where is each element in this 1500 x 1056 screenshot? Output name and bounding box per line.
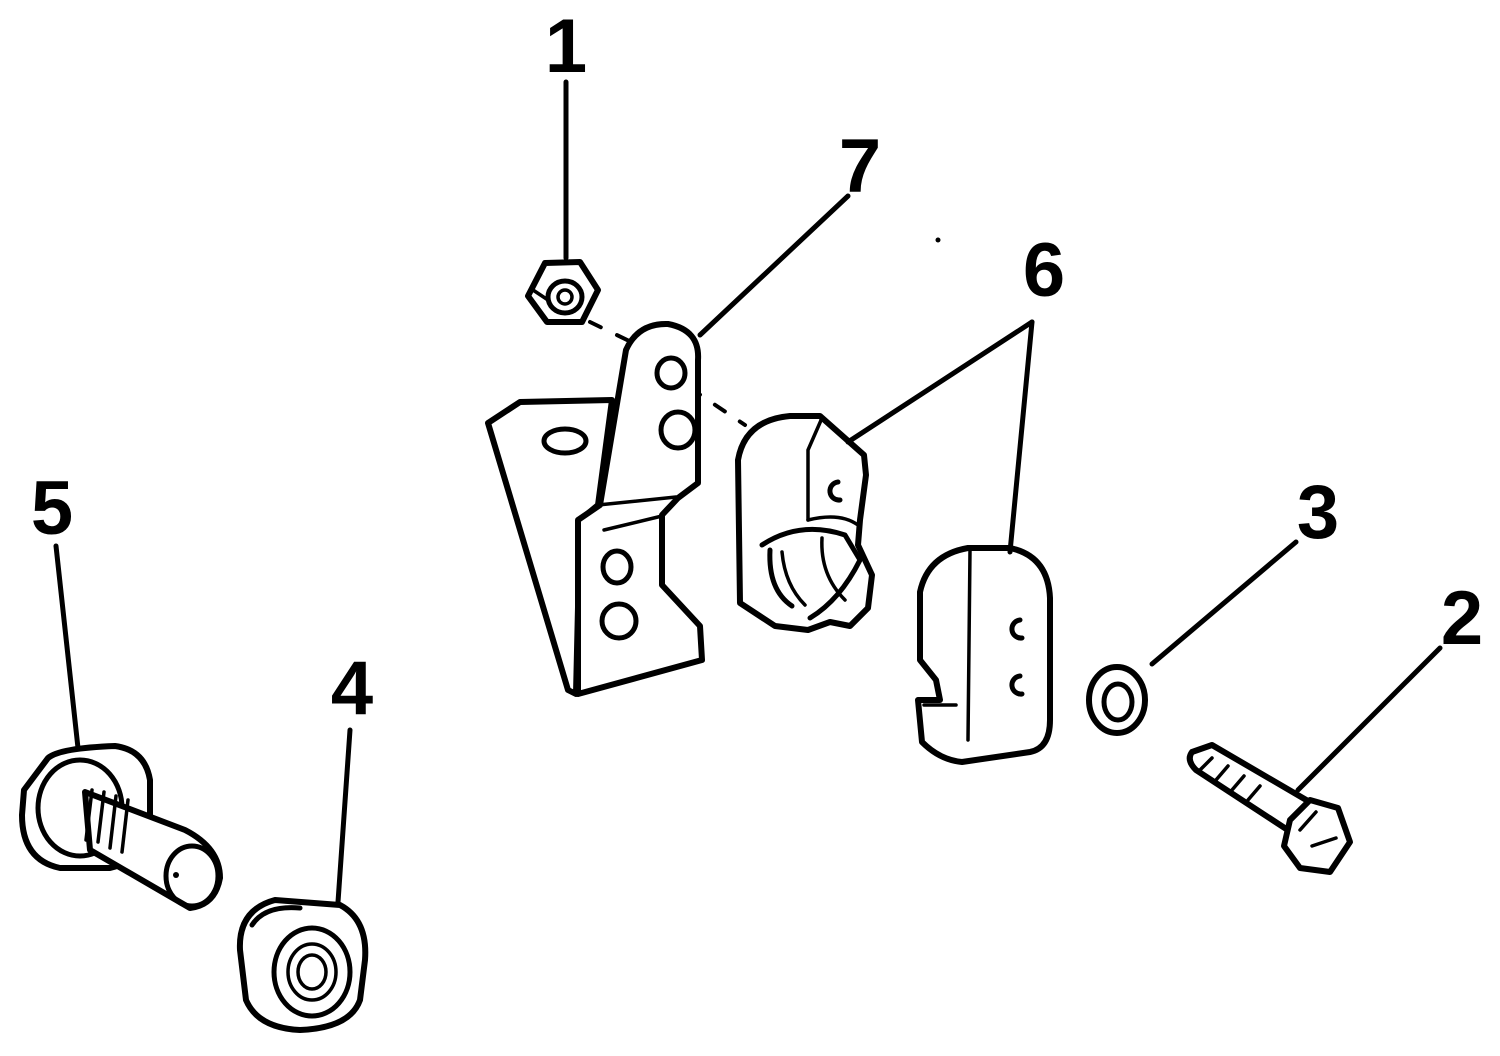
part-6-clamp-upper <box>735 413 875 633</box>
leader-6-upper <box>845 319 1035 445</box>
callout-7: 7 <box>839 124 881 209</box>
callout-2: 2 <box>1441 576 1483 661</box>
leader-6-lower <box>1007 319 1035 555</box>
callout-labels: 1 7 6 3 2 5 4 <box>31 4 1483 731</box>
part-6-clamp-lower <box>915 545 1053 765</box>
part-7-bracket <box>485 320 705 697</box>
callout-3: 3 <box>1297 470 1339 555</box>
part-4-flanged-nut <box>236 897 369 1033</box>
scan-speck <box>935 237 941 243</box>
leader-7 <box>697 193 851 338</box>
leader-lines <box>53 79 1443 905</box>
part-3-washer <box>1086 664 1148 736</box>
callout-1: 1 <box>545 4 587 89</box>
leader-3 <box>1149 539 1299 667</box>
part-5-shoulder-bolt <box>19 743 223 911</box>
callout-6: 6 <box>1023 228 1065 313</box>
callout-5: 5 <box>31 466 73 551</box>
part-2-hex-bolt <box>1186 742 1353 875</box>
part-1-hex-nut <box>525 259 601 325</box>
callout-4: 4 <box>331 646 373 731</box>
leader-5 <box>53 543 81 751</box>
leader-4 <box>335 727 353 905</box>
leader-2 <box>1295 645 1443 793</box>
